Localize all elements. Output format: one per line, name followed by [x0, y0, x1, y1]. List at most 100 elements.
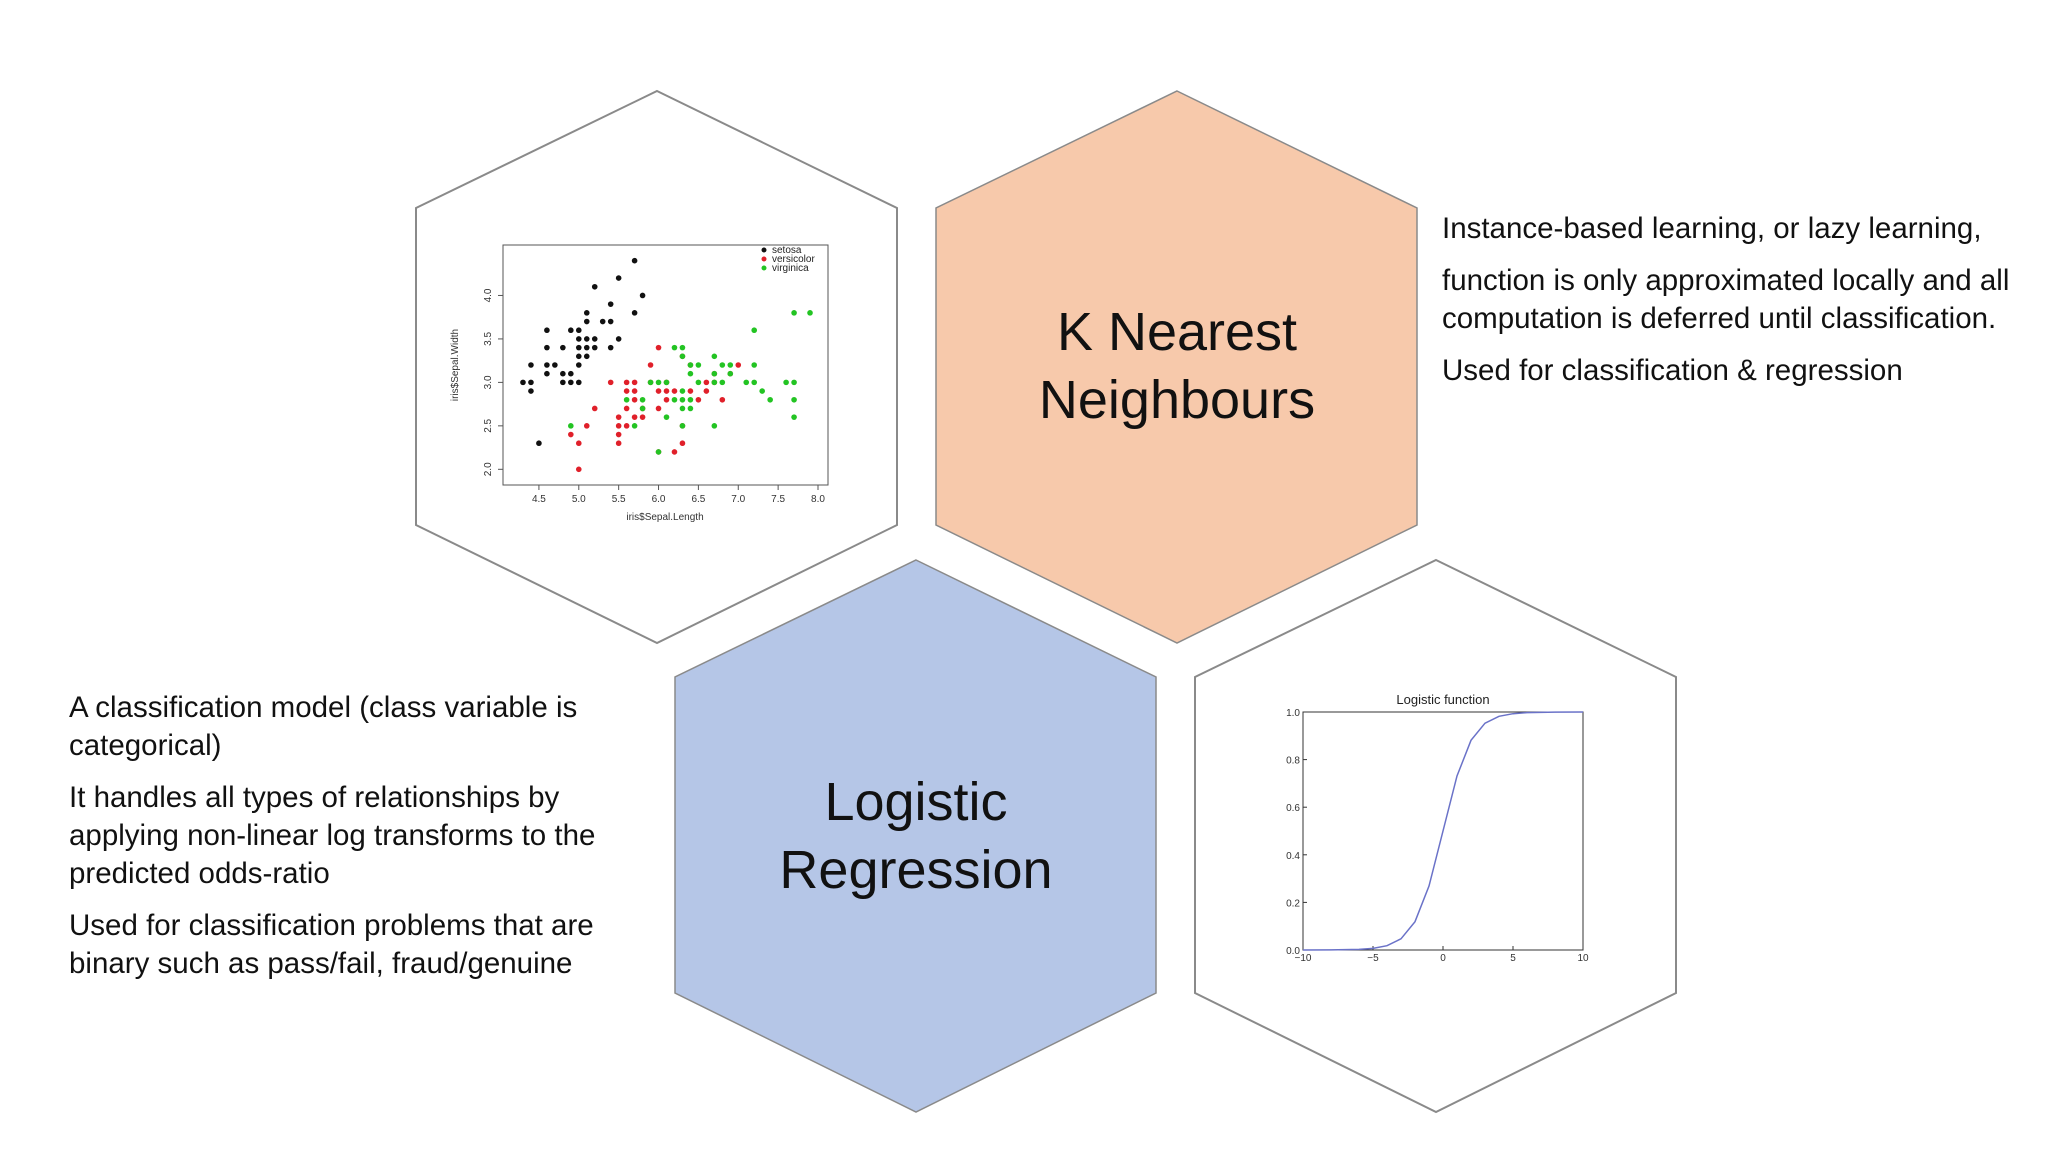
legend-label-versicolor: versicolor: [772, 254, 815, 265]
scatter-point-versicolor: [647, 362, 654, 368]
scatter-point-setosa: [575, 344, 582, 351]
legend-label-setosa: setosa: [772, 245, 802, 256]
scatter-point-virginica: [719, 379, 726, 386]
scatter-point-virginica: [719, 362, 726, 368]
logistic-y-ticks: 0.00.20.40.60.81.0: [1286, 708, 1307, 957]
hexagon-knn: [935, 90, 1418, 644]
scatter-point-versicolor: [568, 431, 574, 438]
scatter-y-tick-label: 2.0: [483, 462, 494, 476]
logistic-y-tick-label: 1.0: [1286, 708, 1300, 719]
scatter-point-virginica: [751, 379, 758, 386]
logreg-desc-line-3: Used for classification problems that ar…: [69, 909, 594, 980]
scatter-point-virginica: [679, 423, 686, 429]
knn-title-line1: K Nearest: [1057, 302, 1297, 362]
scatter-point-versicolor: [655, 388, 662, 394]
scatter-point-versicolor: [671, 449, 678, 455]
scatter-point-setosa: [575, 327, 582, 334]
logistic-x-ticks: −10 −5 0 5 10: [1295, 946, 1589, 964]
scatter-point-setosa: [631, 310, 638, 316]
scatter-y-tick-label: 3.0: [483, 375, 494, 389]
scatter-point-versicolor: [703, 388, 710, 394]
scatter-point-virginica: [695, 362, 702, 368]
legend-label-virginica: virginica: [772, 263, 809, 274]
scatter-point-versicolor: [615, 423, 622, 429]
scatter-point-setosa: [591, 283, 598, 290]
logistic-x-tick-label: −10: [1295, 953, 1312, 964]
legend-marker-virginica: [761, 265, 767, 271]
logistic-x-tick-label: 5: [1510, 953, 1516, 964]
scatter-point-setosa: [615, 336, 622, 342]
scatter-x-tick-label: 8.0: [811, 494, 825, 505]
scatter-point-virginica: [631, 423, 638, 429]
knn-desc-line-3: Used for classification & regression: [1442, 354, 1903, 387]
scatter-point-virginica: [679, 353, 686, 360]
logreg-desc-line-2: It handles all types of relationships by…: [69, 781, 596, 890]
scatter-point-virginica: [711, 370, 718, 377]
scatter-point-setosa: [615, 275, 622, 281]
scatter-x-tick-label: 4.5: [532, 494, 546, 505]
scatter-point-virginica: [791, 379, 797, 386]
logistic-x-tick-label: 0: [1440, 953, 1446, 964]
scatter-point-setosa: [591, 344, 598, 351]
logistic-x-tick-label: −5: [1367, 953, 1379, 964]
scatter-point-setosa: [568, 379, 574, 386]
scatter-point-setosa: [575, 379, 582, 386]
scatter-x-tick-label: 7.5: [771, 494, 785, 505]
scatter-point-setosa: [568, 370, 574, 377]
scatter-point-versicolor: [631, 414, 638, 420]
scatter-point-versicolor: [663, 388, 670, 394]
scatter-point-setosa: [520, 379, 526, 386]
scatter-point-versicolor: [615, 431, 622, 438]
scatter-point-versicolor: [639, 414, 646, 420]
scatter-point-versicolor: [575, 440, 582, 447]
scatter-point-versicolor: [631, 388, 638, 394]
scatter-point-versicolor: [583, 423, 590, 429]
scatter-point-setosa: [639, 292, 646, 299]
scatter-point-setosa: [575, 353, 582, 360]
scatter-point-virginica: [751, 362, 758, 368]
logreg-desc-line-1: A classification model (class variable i…: [69, 691, 578, 762]
scatter-point-virginica: [639, 396, 646, 403]
scatter-point-setosa: [607, 318, 614, 325]
logistic-y-tick-label: 0.0: [1286, 946, 1300, 957]
legend-marker-versicolor: [761, 256, 767, 262]
logreg-description: A classification model (class variable i…: [69, 689, 659, 997]
scatter-point-virginica: [759, 388, 765, 394]
scatter-point-setosa: [583, 318, 590, 325]
knn-desc-line-1: Instance-based learning, or lazy learnin…: [1442, 212, 1982, 245]
legend-marker-setosa: [761, 247, 767, 253]
scatter-point-virginica: [751, 327, 758, 334]
scatter-point-virginica: [623, 396, 630, 403]
scatter-point-versicolor: [687, 388, 694, 394]
scatter-point-setosa: [544, 327, 550, 334]
scatter-point-setosa: [607, 344, 614, 351]
scatter-point-virginica: [807, 310, 813, 316]
scatter-point-virginica: [655, 379, 662, 386]
scatter-point-virginica: [687, 396, 694, 403]
scatter-point-virginica: [568, 423, 574, 429]
scatter-point-virginica: [711, 379, 718, 386]
scatter-point-versicolor: [623, 423, 630, 429]
scatter-point-virginica: [743, 379, 750, 386]
knn-title-line2: Neighbours: [1039, 370, 1315, 430]
scatter-x-tick-label: 7.0: [731, 494, 745, 505]
scatter-point-virginica: [767, 396, 773, 403]
scatter-point-versicolor: [631, 379, 638, 386]
scatter-point-virginica: [663, 414, 670, 420]
scatter-point-virginica: [687, 370, 694, 377]
scatter-point-virginica: [647, 379, 654, 386]
logreg-title-line1: Logistic: [824, 772, 1007, 832]
scatter-y-tick-label: 4.0: [483, 288, 494, 302]
logistic-x-tick-label: 10: [1577, 953, 1589, 964]
scatter-point-setosa: [528, 362, 534, 368]
scatter-point-setosa: [583, 353, 590, 360]
logistic-plot-title: Logistic function: [1396, 692, 1489, 707]
scatter-point-setosa: [583, 310, 590, 316]
scatter-point-virginica: [783, 379, 789, 386]
scatter-point-versicolor: [623, 388, 630, 394]
scatter-point-virginica: [711, 423, 718, 429]
scatter-x-tick-label: 6.5: [691, 494, 705, 505]
scatter-point-versicolor: [703, 379, 710, 386]
